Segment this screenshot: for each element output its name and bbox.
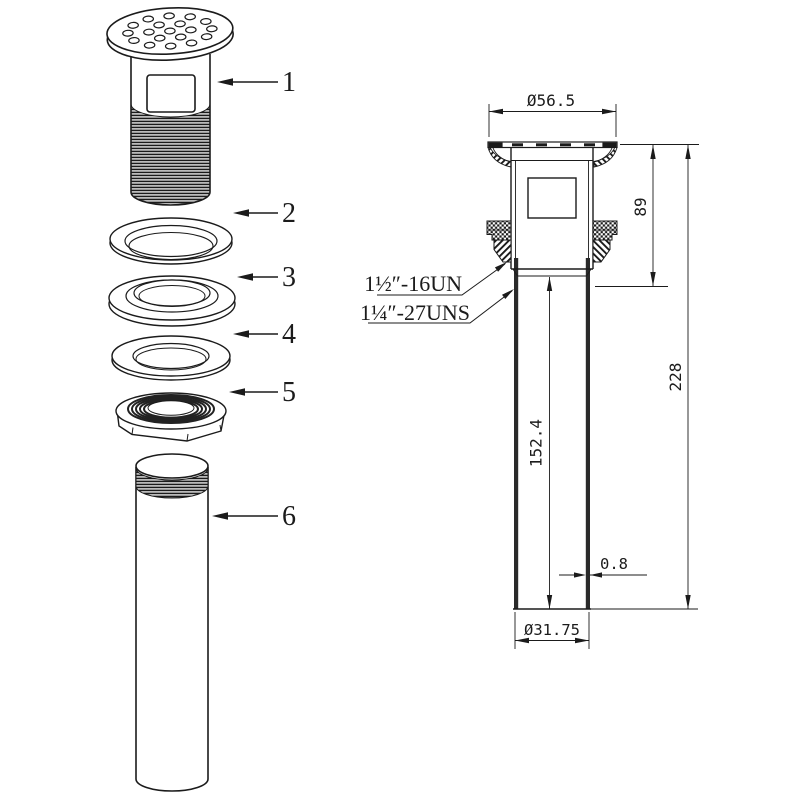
callout-1: 1: [217, 67, 296, 98]
dim-top-diameter-text: Ø56.5: [527, 91, 575, 110]
dimensions: Ø56.5 89 228 152.4: [360, 91, 699, 649]
callout-3: 3: [237, 262, 296, 293]
callout-2: 2: [233, 198, 296, 229]
section-window: [527, 177, 577, 219]
part-tailpiece: [135, 453, 209, 792]
callout-2-label: 2: [282, 198, 296, 229]
thread-label-upper: 1½″-16UN: [364, 262, 507, 296]
callout-4-label: 4: [282, 319, 296, 350]
dim-wall-thickness: 0.8: [559, 555, 647, 578]
dim-tube-length: 152.4: [527, 277, 553, 609]
dim-overall-length-text: 228: [666, 363, 685, 392]
dim-tube-length-text: 152.4: [527, 419, 546, 467]
thread-label-upper-text: 1½″-16UN: [364, 271, 462, 296]
part-strainer: [106, 6, 234, 206]
callout-3-label: 3: [282, 262, 296, 293]
callout-5-label: 5: [282, 377, 296, 408]
thread-label-lower-text: 1¼″-27UNS: [360, 300, 470, 325]
thread-label-lower: 1¼″-27UNS: [360, 289, 514, 325]
dim-top-diameter: Ø56.5: [488, 91, 617, 137]
part-flat-washer: [111, 335, 231, 381]
callouts: 1 2 3 4 5: [212, 67, 296, 532]
drain-section: [486, 141, 618, 610]
dim-body-height-text: 89: [631, 197, 650, 216]
dimension-view: Ø56.5 89 228 152.4: [360, 91, 699, 649]
exploded-view: 1 2 3 4 5: [106, 6, 296, 792]
strainer-cap: [106, 6, 234, 61]
dim-tube-diameter-text: Ø31.75: [524, 621, 580, 639]
strainer-window: [146, 74, 196, 113]
callout-5: 5: [229, 377, 296, 408]
dim-tube-diameter: Ø31.75: [514, 612, 590, 649]
callout-1-label: 1: [282, 67, 296, 98]
part-gasket: [108, 275, 236, 327]
part-locknut: [115, 392, 227, 442]
dim-wall-thickness-text: 0.8: [600, 555, 628, 573]
dim-body-height: 89: [595, 144, 699, 287]
callout-6-label: 6: [282, 501, 296, 532]
dim-overall-length: 228: [591, 145, 698, 610]
part-bevel-washer: [109, 217, 233, 265]
callout-4: 4: [233, 319, 296, 350]
strainer-holes: [122, 12, 218, 50]
callout-6: 6: [212, 501, 296, 532]
